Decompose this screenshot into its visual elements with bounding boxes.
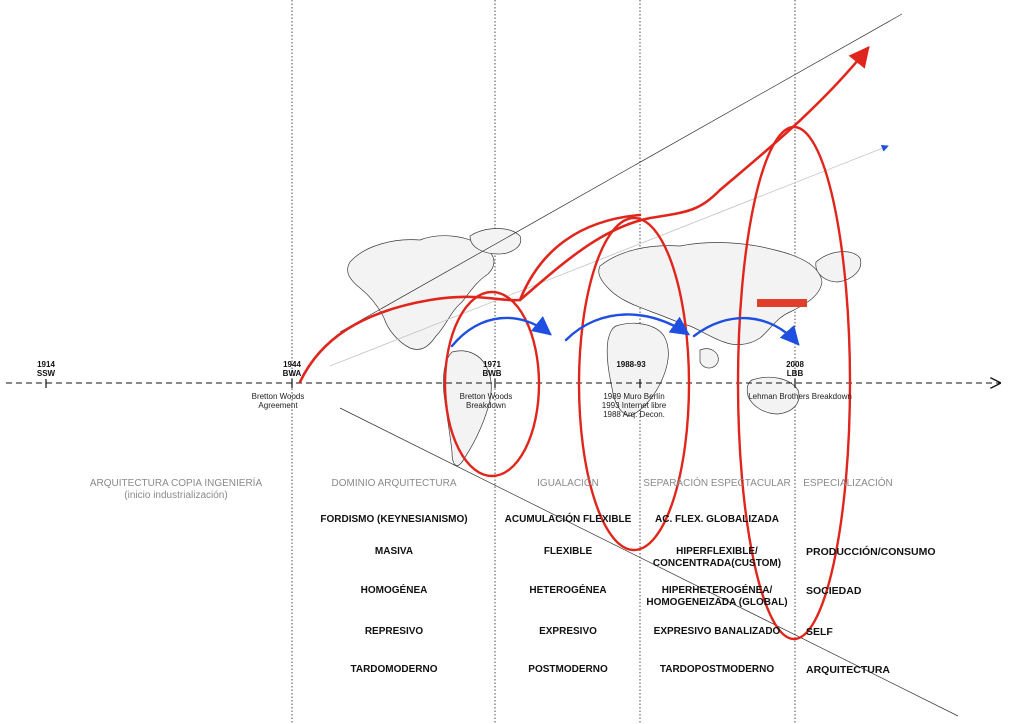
era-dominio: DOMINIO ARQUITECTURA (331, 478, 457, 489)
dimension-sociedad: SOCIEDAD (806, 585, 862, 597)
tick-1988-year: 1988-93 (616, 360, 646, 369)
era-especializacion: ESPECIALIZACIÓN (803, 478, 893, 489)
cone-lower-line (339, 407, 959, 717)
blue-arrow-1 (450, 316, 552, 348)
blue-arrow-2 (564, 313, 690, 342)
event-1988: 1989 Muro Berlín 1993 Internet libre 198… (601, 392, 667, 419)
c2-row-4: EXPRESIVO (539, 626, 597, 637)
ellipse-1971 (443, 290, 541, 478)
blue-arrows (450, 313, 800, 348)
tick-1971: 1971 BWB (482, 360, 501, 378)
c1-row-1: FORDISMO (KEYNESIANISMO) (320, 514, 468, 525)
era-igualacion: IGUALACIÓN (537, 478, 599, 489)
c2-row-2: FLEXIBLE (543, 546, 593, 557)
tick-1914: 1914 SSW (37, 360, 55, 378)
ellipse-2008 (736, 125, 852, 641)
c1-row-4: REPRESIVO (364, 626, 424, 637)
cone-lines (329, 13, 959, 717)
c2-row-1: ACUMULACIÓN FLEXIBLE (504, 514, 632, 525)
tick-1914-year: 1914 (37, 360, 55, 369)
cone-upper-line (339, 13, 903, 333)
c2-row-5: POSTMODERNO (528, 664, 608, 675)
red-growth-secondary-curve (518, 213, 642, 302)
c3-row-1: AC. FLEX. GLOBALIZADA (655, 514, 779, 525)
blue-arrow-3 (692, 317, 800, 346)
c2-row-3: HETEROGÉNEA (529, 585, 607, 596)
tick-1988: 1988-93 (616, 360, 645, 369)
event-1971: Bretton Woods Breakdown (459, 392, 513, 410)
c3-row-2: HIPERFLEXIBLE/ CONCENTRADA(CUSTOM) (652, 546, 782, 569)
timeline-ticks (45, 379, 796, 388)
dimension-arquitectura: ARQUITECTURA (806, 664, 890, 676)
tick-1944-code: BWA (282, 369, 302, 378)
event-2008: Lehman Brothers Breakdown (748, 392, 852, 401)
red-ellipses (443, 125, 852, 641)
ellipse-1988 (577, 216, 691, 552)
c3-row-4: EXPRESIVO BANALIZADO (653, 626, 781, 637)
tick-1914-code: SSW (36, 369, 56, 378)
era-separacion: SEPARACIÓN ESPECTACULAR (643, 478, 791, 489)
red-growth-curves (298, 45, 870, 384)
era-pre-industrial: ARQUITECTURA COPIA INGENIERÍA (inicio in… (89, 478, 263, 501)
cone-faint-line (329, 144, 889, 367)
tick-1971-code: BWB (482, 369, 502, 378)
tick-1944-year: 1944 (283, 360, 301, 369)
tick-2008-code: LBB (786, 369, 804, 378)
red-growth-main-curve (298, 45, 870, 384)
event-1944: Bretton Woods Agreement (251, 392, 305, 410)
c1-row-2: MASIVA (374, 546, 414, 557)
dimension-self: SELF (806, 626, 833, 638)
period-dividers (291, 0, 796, 724)
tick-1944: 1944 BWA (283, 360, 302, 378)
c1-row-3: HOMOGÉNEA (360, 585, 428, 596)
world-map (347, 228, 862, 466)
red-marker-tag (757, 299, 807, 307)
c3-row-5: TARDOPOSTMODERNO (659, 664, 775, 675)
tick-1971-year: 1971 (483, 360, 501, 369)
dimension-produccion: PRODUCCIÓN/CONSUMO (806, 546, 936, 558)
tick-2008-year: 2008 (786, 360, 804, 369)
tick-2008: 2008 LBB (786, 360, 804, 378)
c1-row-5: TARDOMODERNO (350, 664, 438, 675)
c3-row-3: HIPERHETEROGÉNEA/ HOMOGENEIZADA (GLOBAL) (646, 585, 788, 608)
